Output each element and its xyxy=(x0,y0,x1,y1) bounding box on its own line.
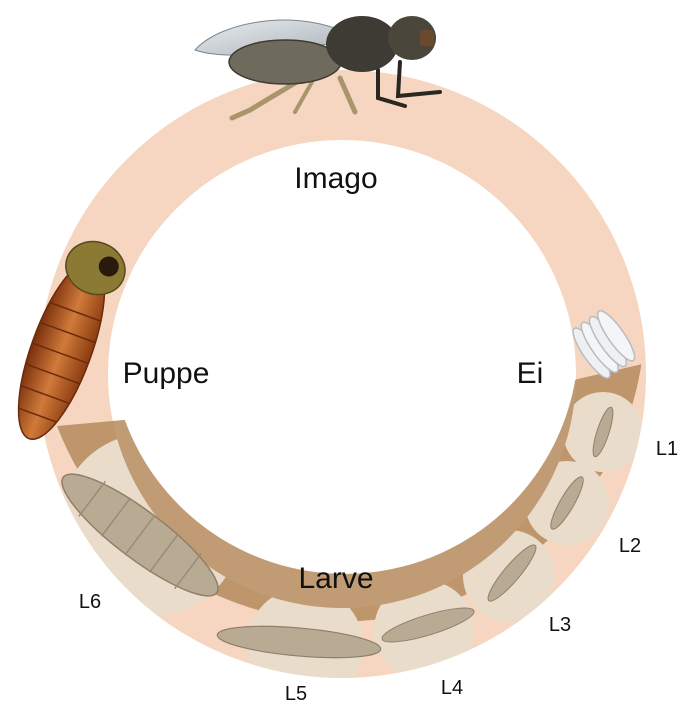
label-puppe: Puppe xyxy=(123,357,210,390)
label-l1: L1 xyxy=(656,438,678,460)
label-l3: L3 xyxy=(549,614,571,636)
label-larve: Larve xyxy=(298,562,373,595)
label-l4: L4 xyxy=(441,677,463,699)
label-l6: L6 xyxy=(79,591,101,613)
label-ei: Ei xyxy=(517,357,544,390)
label-imago: Imago xyxy=(294,162,377,195)
label-l5: L5 xyxy=(285,683,307,705)
label-l2: L2 xyxy=(619,535,641,557)
